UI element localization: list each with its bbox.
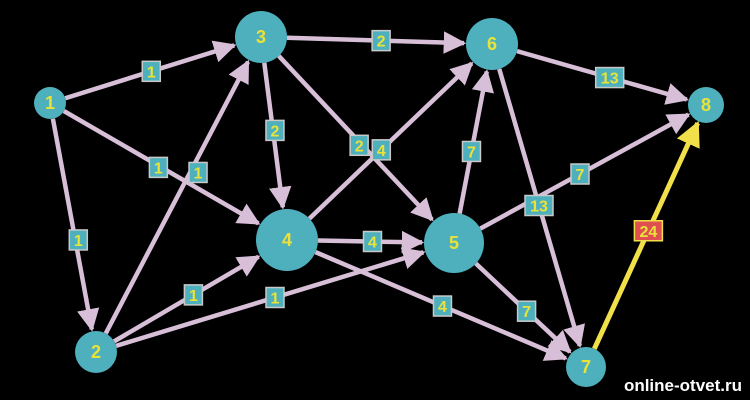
node-label: 6 xyxy=(487,34,497,54)
edge-weight-text: 4 xyxy=(377,143,386,160)
edge-weight-box xyxy=(432,295,453,317)
edge-weight-text: 4 xyxy=(368,235,377,252)
edge-weight-3-5: 2 xyxy=(349,134,369,157)
node-label: 4 xyxy=(282,230,292,250)
edge-weight-box xyxy=(371,139,392,161)
edge-weight-box xyxy=(141,60,162,83)
edge-weight-1-4: 1 xyxy=(148,156,169,179)
edge-weight-text: 1 xyxy=(147,64,156,81)
edge-weight-text: 13 xyxy=(601,71,619,88)
edge-weight-text: 1 xyxy=(194,165,203,182)
edge-weight-text: 7 xyxy=(522,304,531,321)
edge-weight-box xyxy=(461,140,482,163)
node-4: 4 xyxy=(256,209,318,271)
node-circle xyxy=(688,87,724,123)
node-label: 3 xyxy=(256,27,266,47)
edge-weight-2-3: 1 xyxy=(188,161,208,184)
edge-weight-2-5: 1 xyxy=(265,286,285,309)
edge-weight-box xyxy=(633,220,664,242)
edge-weight-3-4: 2 xyxy=(265,119,285,142)
node-6: 6 xyxy=(466,18,518,70)
edge-weight-5-7: 7 xyxy=(516,300,537,322)
node-8: 8 xyxy=(688,87,724,123)
node-label: 8 xyxy=(701,95,711,115)
edge-weight-1-2: 1 xyxy=(68,229,89,251)
edge-weight-6-8: 13 xyxy=(594,66,625,89)
edge-weight-text: 1 xyxy=(271,291,280,308)
edge-weight-text: 2 xyxy=(377,34,386,51)
edge-weight-box xyxy=(371,29,391,52)
node-2: 2 xyxy=(75,331,117,373)
edge-weight-box xyxy=(516,300,537,322)
edge-weight-text: 1 xyxy=(189,288,198,305)
edge-weight-box xyxy=(68,229,89,251)
edge-weight-text: 2 xyxy=(271,123,280,140)
node-circle xyxy=(256,209,318,271)
edge-weight-4-6: 4 xyxy=(371,139,392,161)
edge-weight-6-7: 13 xyxy=(524,194,554,217)
edge-weight-5-8: 7 xyxy=(570,163,590,185)
edge-weight-3-6: 2 xyxy=(371,29,391,52)
edge-weight-box xyxy=(265,286,285,309)
node-3: 3 xyxy=(235,11,287,63)
node-label: 1 xyxy=(45,93,55,113)
node-circle xyxy=(235,11,287,63)
node-circle xyxy=(566,347,606,387)
edge-weight-text: 2 xyxy=(355,138,364,155)
node-label: 7 xyxy=(581,357,591,377)
edge-weight-box xyxy=(524,194,554,217)
edge-weight-text: 1 xyxy=(154,160,163,177)
edge-weight-box xyxy=(188,161,208,184)
edge-weight-box xyxy=(362,230,383,253)
edge-2-3 xyxy=(103,59,251,335)
edge-weight-box xyxy=(349,134,369,157)
node-5: 5 xyxy=(424,213,484,273)
node-1: 1 xyxy=(34,87,66,119)
edge-weight-box xyxy=(265,119,285,142)
node-7: 7 xyxy=(566,347,606,387)
node-circle xyxy=(34,87,66,119)
edge-weight-text: 1 xyxy=(74,233,83,250)
edge-weight-text: 13 xyxy=(530,199,548,216)
edge-weight-text: 4 xyxy=(438,299,447,316)
edge-weight-box xyxy=(594,66,625,89)
edge-weight-7-8: 24 xyxy=(633,220,664,242)
edge-weight-text: 7 xyxy=(467,144,476,161)
edge-weight-text: 24 xyxy=(640,224,658,241)
edge-weight-2-4: 1 xyxy=(183,284,204,306)
node-circle xyxy=(466,18,518,70)
edge-weight-4-5: 4 xyxy=(362,230,383,253)
edge-weight-1-3: 1 xyxy=(141,60,162,83)
nodes-layer: 1 2 3 4 5 6 7 8 xyxy=(34,11,724,387)
edge-weight-box xyxy=(570,163,590,185)
node-circle xyxy=(424,213,484,273)
edge-weight-box xyxy=(183,284,204,306)
edge-weight-text: 7 xyxy=(576,167,585,184)
node-label: 5 xyxy=(449,233,459,253)
watermark: online-otvet.ru xyxy=(623,376,742,395)
node-label: 2 xyxy=(91,342,101,362)
edge-1-2 xyxy=(50,118,100,332)
edge-weight-5-6: 7 xyxy=(461,140,482,163)
edge-weight-box xyxy=(148,156,169,179)
weights-layer: 1 1 1 2 2 2 1 1 1 4 4 4 7 7 7 13 13 24 xyxy=(68,29,664,322)
edge-weight-4-7: 4 xyxy=(432,295,453,317)
node-circle xyxy=(75,331,117,373)
